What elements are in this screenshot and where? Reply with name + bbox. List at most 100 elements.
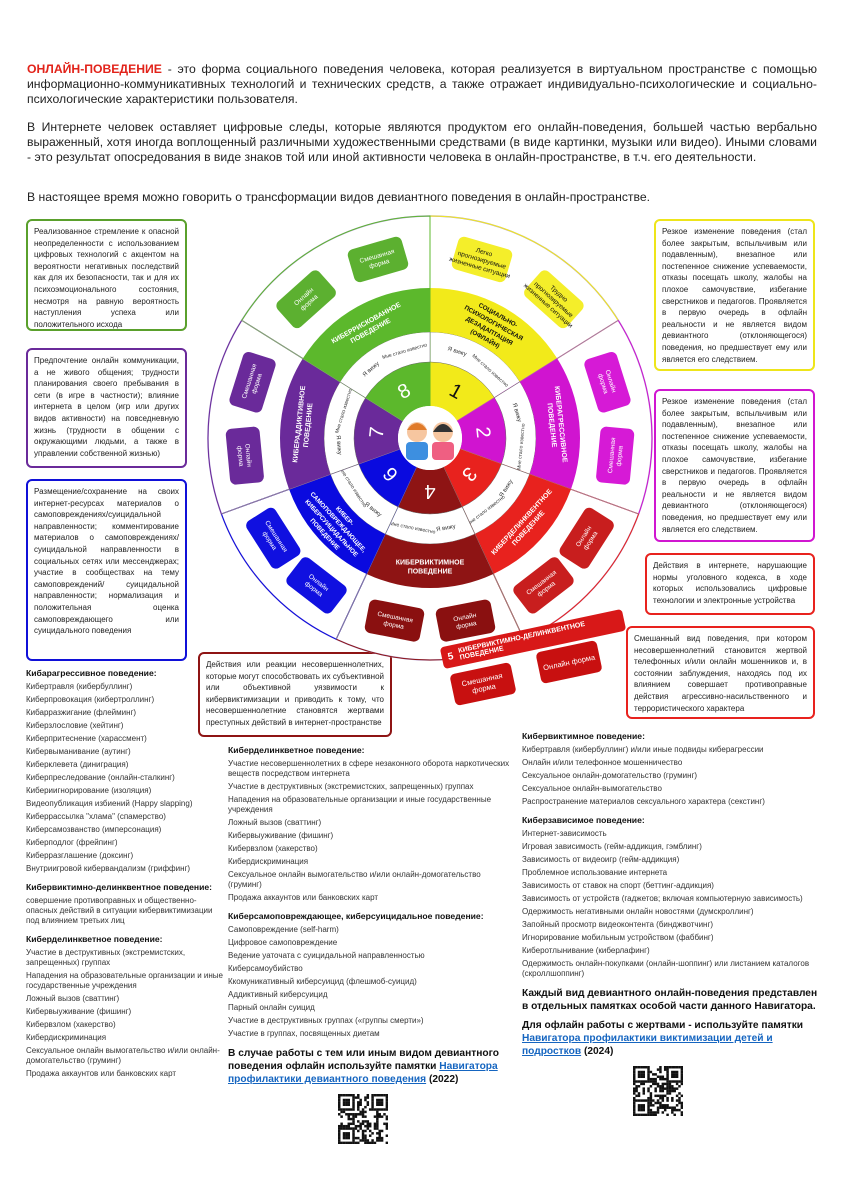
intro-paragraph-2: В Интернете человек оставляет цифровые с…: [27, 120, 817, 164]
qr-module: [371, 1101, 374, 1104]
qr-module: [654, 1113, 657, 1116]
qr-module: [647, 1066, 650, 1069]
qr-module: [342, 1103, 346, 1107]
qr-module: [659, 1101, 662, 1105]
qr-module: [652, 1111, 655, 1114]
qr-module: [663, 1108, 667, 1112]
qr-module: [361, 1122, 365, 1126]
qr-module: [376, 1115, 379, 1118]
qr-module: [340, 1127, 343, 1130]
inner-label: Я вижу: [511, 402, 522, 423]
qr-module: [678, 1101, 681, 1105]
list-item: Участие в деструктивных группах («группы…: [228, 1016, 424, 1025]
qr-module: [385, 1141, 388, 1144]
form-box: [246, 507, 301, 569]
qr-module: [671, 1087, 674, 1090]
qr-module: [671, 1096, 674, 1100]
qr-module: [376, 1122, 379, 1126]
qr-module: [671, 1066, 674, 1069]
form-box-label: Онлайнформа: [235, 443, 253, 468]
qr-module: [647, 1101, 650, 1105]
list-item: Киберсамоубийство: [228, 964, 303, 973]
list-item: Участие в группах, посвященных диетам: [228, 1029, 380, 1038]
qr-module: [661, 1075, 665, 1079]
qr-module: [659, 1070, 662, 1074]
term-highlight: ОНЛАЙН-ПОВЕДЕНИЕ: [27, 62, 162, 76]
qr-module: [633, 1087, 636, 1090]
sector-title-segment: [302, 288, 430, 382]
qr-module: [663, 1082, 667, 1086]
qr-module: [359, 1098, 362, 1102]
sector-title-segment: [519, 358, 580, 490]
qr-module: [652, 1104, 655, 1107]
qr-module: [359, 1124, 362, 1128]
qr-module: [678, 1099, 681, 1102]
qr-module: [376, 1124, 379, 1128]
list-item: Участие в деструктивных (экстремистских,…: [228, 782, 474, 791]
qr-module: [675, 1066, 679, 1069]
qr-module: [364, 1134, 367, 1137]
desc-box-delinquent: Действия в интернете, нарушающие нормы у…: [645, 553, 815, 615]
qr-module: [647, 1087, 650, 1090]
qr-module: [345, 1134, 348, 1137]
qr-module: [378, 1139, 381, 1142]
sector-number-segment: [457, 397, 506, 464]
intro-definition: ОНЛАЙН-ПОВЕДЕНИЕ - это форма социального…: [27, 62, 817, 107]
qr-code-victimization[interactable]: [633, 1066, 683, 1116]
qr-module: [366, 1122, 370, 1126]
qr-module: [338, 1098, 341, 1102]
list-section-title: Киберзависимое поведение:: [522, 815, 645, 825]
qr-module: [673, 1073, 676, 1076]
qr-module: [354, 1136, 358, 1140]
deviant-navigator-link[interactable]: Навигатора профилактики девиантного пове…: [228, 1061, 498, 1085]
qr-module: [340, 1124, 343, 1128]
definition-text: - это форма социального поведения челове…: [27, 62, 817, 106]
victimization-navigator-link[interactable]: Навигатора профилактики виктимизации дет…: [522, 1033, 773, 1057]
qr-module: [659, 1085, 662, 1088]
list-section: Кибервиктимно-делинквентное поведение:со…: [26, 882, 226, 926]
qr-module: [385, 1134, 388, 1137]
qr-module: [663, 1087, 667, 1090]
qr-module: [349, 1108, 353, 1111]
qr-module: [345, 1113, 348, 1116]
qr-module: [366, 1103, 370, 1107]
sector-title-segment: [366, 534, 494, 588]
list-section-title: Киберсамоповреждающее, киберсуицидальное…: [228, 911, 484, 921]
qr-module: [383, 1094, 386, 1097]
qr-module: [671, 1106, 674, 1109]
qr-module: [345, 1132, 348, 1135]
qr-module: [378, 1136, 381, 1140]
center-circle: [398, 406, 462, 470]
qr-module: [359, 1103, 362, 1107]
qr-module: [352, 1141, 355, 1144]
qr-module: [635, 1085, 638, 1088]
form-box: [229, 351, 276, 413]
qr-module: [678, 1080, 681, 1083]
qr-module: [642, 1080, 646, 1083]
qr-module: [668, 1082, 672, 1086]
qr-module: [347, 1122, 351, 1126]
qr-module: [340, 1115, 343, 1118]
list-section: Киберделинкветное поведение:Участие несо…: [228, 745, 513, 903]
qr-module: [357, 1094, 360, 1097]
qr-module: [364, 1141, 367, 1144]
qr-module: [338, 1139, 341, 1142]
qr-module: [352, 1132, 355, 1135]
qr-module: [359, 1113, 362, 1116]
form-box: [524, 270, 584, 329]
form-box: [276, 270, 336, 329]
qr-module: [361, 1139, 365, 1142]
qr-module: [640, 1073, 643, 1076]
qr-module: [347, 1141, 351, 1144]
qr-module: [368, 1124, 372, 1128]
qr-module: [680, 1106, 683, 1109]
qr-module: [364, 1129, 367, 1133]
qr-module: [642, 1108, 646, 1112]
qr-module: [376, 1098, 379, 1102]
qr-module: [642, 1099, 646, 1102]
qr-module: [376, 1094, 379, 1097]
qr-module: [342, 1141, 346, 1144]
qr-code-deviant[interactable]: [338, 1094, 388, 1144]
